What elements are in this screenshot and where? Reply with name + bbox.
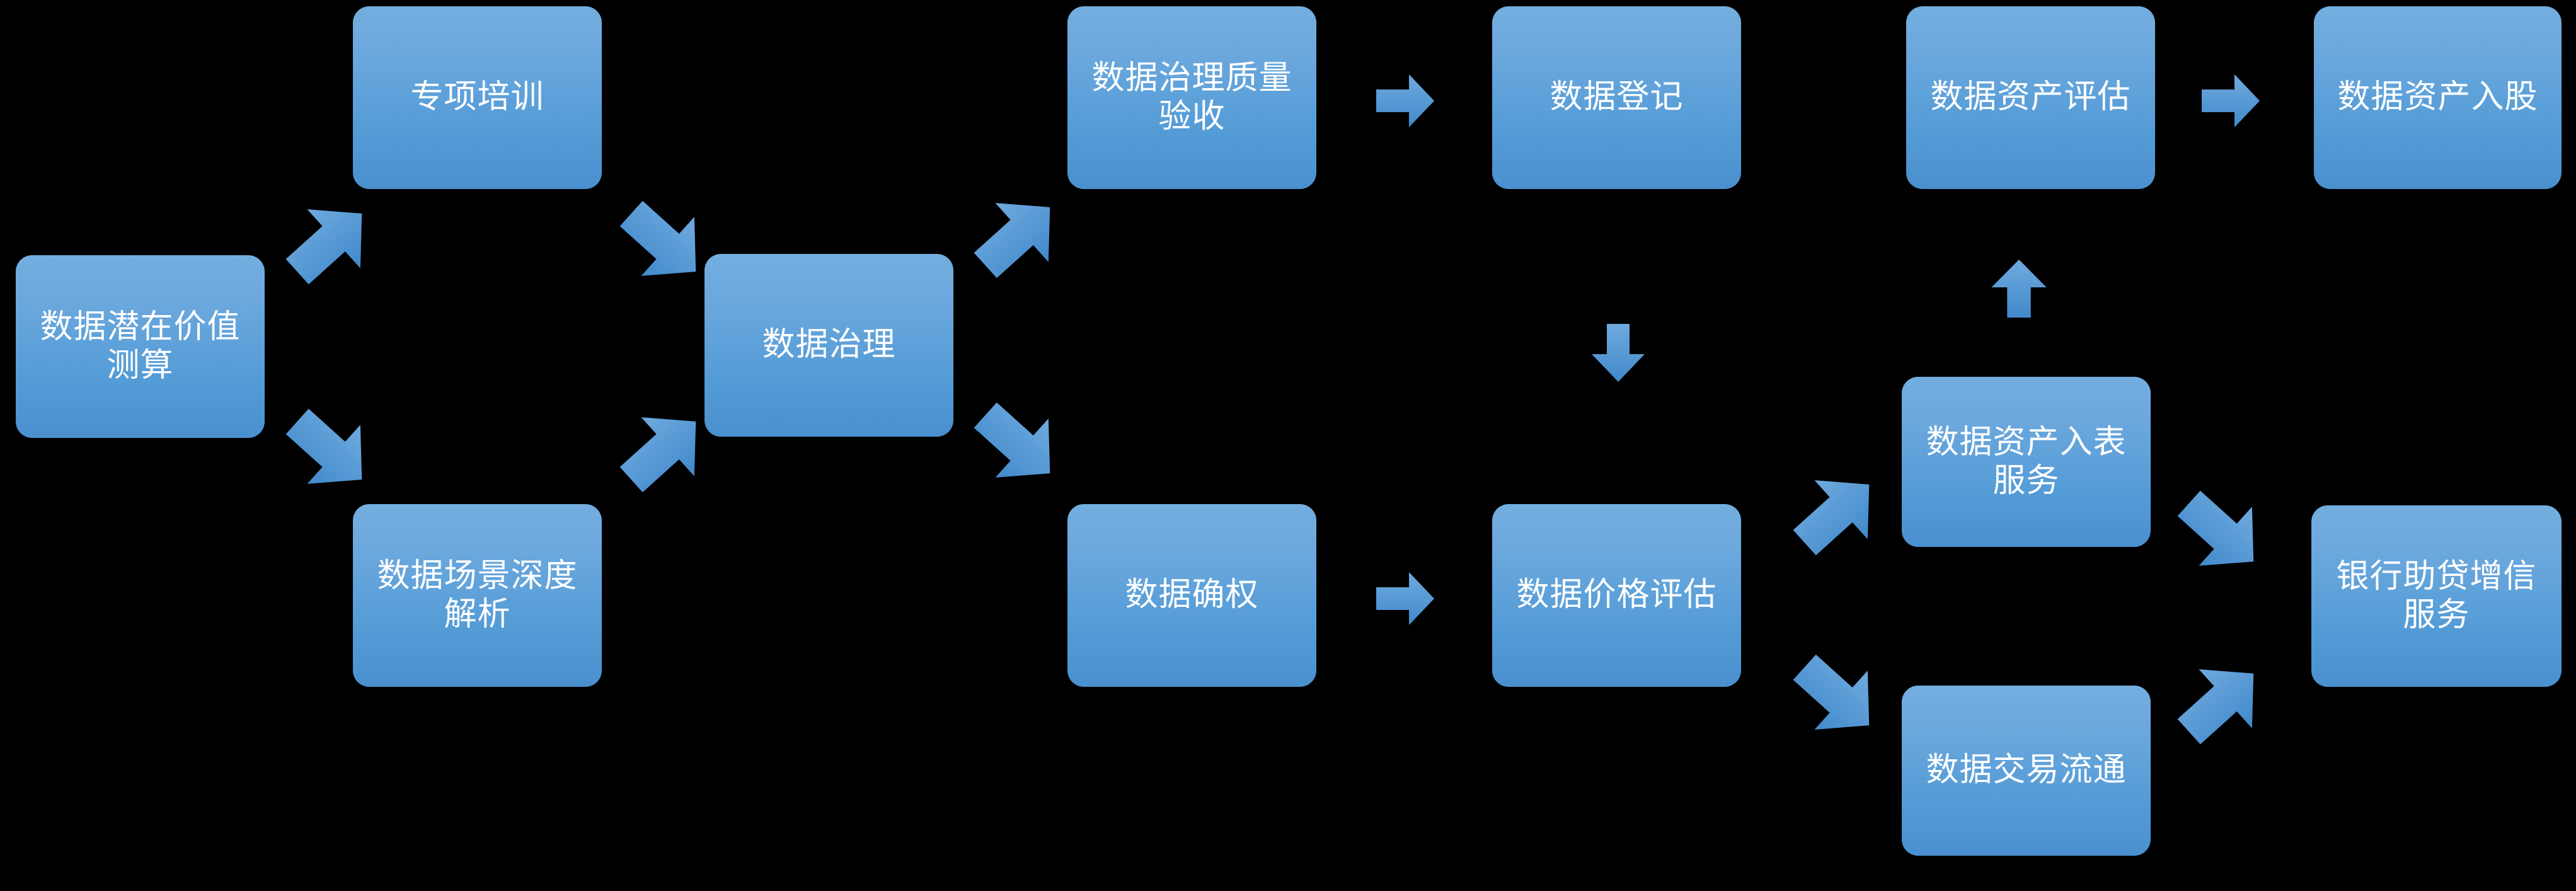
node-label: 专项培训 bbox=[410, 78, 544, 117]
node-label: 数据潜在价值测算 bbox=[40, 308, 241, 384]
node-label: 数据交易流通 bbox=[1926, 751, 2127, 790]
arrow-training-to-governance-icon bbox=[597, 176, 730, 309]
node-label: 数据确权 bbox=[1125, 576, 1259, 614]
arrow-appraisal-to-equity-icon bbox=[2199, 69, 2262, 132]
node-n1[interactable]: 数据潜在价值测算 bbox=[16, 255, 265, 438]
node-label: 数据资产评估 bbox=[1930, 78, 2131, 117]
arrow-scene-to-governance-icon bbox=[597, 384, 730, 517]
node-n2[interactable]: 专项培训 bbox=[353, 6, 602, 189]
node-n3[interactable]: 数据场景深度解析 bbox=[353, 504, 602, 687]
arrow-price-to-trading-icon bbox=[1770, 629, 1904, 763]
node-label: 数据治理质量验收 bbox=[1091, 59, 1292, 135]
node-label: 数据价格评估 bbox=[1516, 576, 1717, 614]
node-n12[interactable]: 数据交易流通 bbox=[1902, 686, 2151, 856]
node-label: 数据资产入股 bbox=[2337, 78, 2538, 117]
node-label: 数据登记 bbox=[1550, 78, 1684, 117]
node-n6[interactable]: 数据登记 bbox=[1492, 6, 1741, 189]
node-label: 银行助贷增信服务 bbox=[2336, 557, 2537, 634]
arrow-table-service-to-bank-icon bbox=[2154, 466, 2288, 599]
arrow-rights-to-price-icon bbox=[1374, 567, 1437, 630]
node-n7[interactable]: 数据确权 bbox=[1067, 504, 1316, 687]
arrow-table-service-to-appraisal-icon bbox=[1986, 257, 2052, 320]
arrow-trading-to-bank-icon bbox=[2154, 636, 2288, 769]
node-n4[interactable]: 数据治理 bbox=[704, 254, 953, 437]
node-label: 数据场景深度解析 bbox=[377, 556, 578, 633]
node-label: 数据治理 bbox=[762, 326, 896, 364]
node-n5[interactable]: 数据治理质量验收 bbox=[1067, 6, 1316, 189]
arrow-governance-to-quality-icon bbox=[951, 170, 1084, 303]
node-n9[interactable]: 数据资产评估 bbox=[1906, 6, 2155, 189]
node-label: 数据资产入表服务 bbox=[1926, 423, 2127, 500]
arrow-register-to-price-icon bbox=[1587, 321, 1650, 384]
arrow-governance-to-rights-icon bbox=[951, 377, 1084, 511]
arrow-price-to-table-service-icon bbox=[1770, 447, 1904, 580]
arrow-value-to-scene-icon bbox=[263, 384, 396, 517]
node-n13[interactable]: 银行助贷增信服务 bbox=[2311, 505, 2562, 687]
arrow-quality-to-register-icon bbox=[1374, 69, 1437, 132]
node-n10[interactable]: 数据资产入股 bbox=[2314, 6, 2562, 189]
arrow-value-to-training-icon bbox=[263, 176, 396, 309]
node-n11[interactable]: 数据资产入表服务 bbox=[1902, 377, 2151, 547]
node-n8[interactable]: 数据价格评估 bbox=[1492, 504, 1741, 687]
